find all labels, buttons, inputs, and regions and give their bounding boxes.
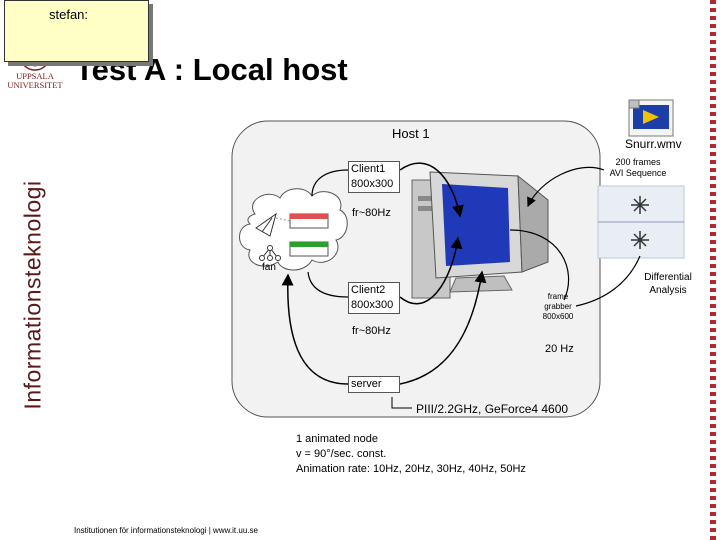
client2-rate: fr~80Hz [352, 325, 391, 337]
frame-glyph-icon [631, 196, 649, 214]
fan-cloud [239, 188, 348, 271]
decorative-border [704, 0, 720, 540]
host-label: Host 1 [392, 126, 430, 141]
fan-label: fan [262, 262, 276, 273]
footer: Institutionen för informationsteknologi … [74, 526, 258, 535]
comment-note[interactable]: stefan: [4, 0, 149, 62]
server-spec: PIII/2.2GHz, GeForce4 4600 [416, 402, 569, 416]
sidebar [0, 0, 66, 540]
video-file-icon [628, 99, 674, 137]
client1-rate: fr~80Hz [352, 207, 391, 219]
grabber-rate: 20 Hz [545, 343, 574, 355]
server-box: server [348, 376, 400, 393]
scene-graph-icon [255, 212, 281, 261]
video-file-name: Snurr.wmv [625, 137, 682, 151]
frame-glyph-icon [631, 231, 649, 249]
